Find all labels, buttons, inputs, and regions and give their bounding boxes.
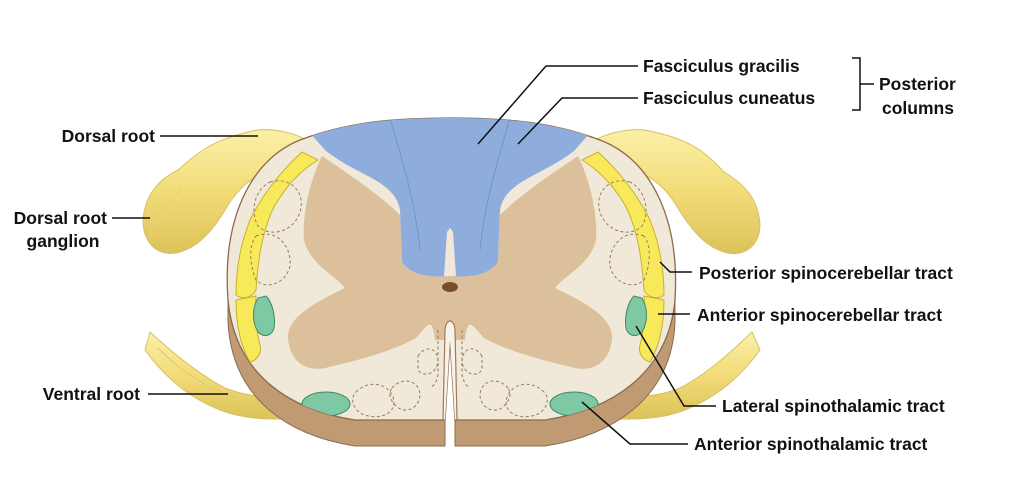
label-dorsal-root-ganglion-1: Dorsal root xyxy=(14,208,108,228)
dorsal-median-septum xyxy=(444,228,456,276)
ventral-horn-left xyxy=(288,326,395,369)
label-ventral-root: Ventral root xyxy=(43,384,140,404)
label-fasciculus-cuneatus: Fasciculus cuneatus xyxy=(643,88,815,108)
gray-matter xyxy=(288,156,612,369)
label-posterior-spinocerebellar: Posterior spinocerebellar tract xyxy=(699,263,953,283)
label-anterior-spinocerebellar: Anterior spinocerebellar tract xyxy=(697,305,942,325)
posterior-column-fibers xyxy=(389,118,511,251)
lateral-spinothalamic-right xyxy=(625,295,647,336)
label-anterior-spinothalamic: Anterior spinothalamic tract xyxy=(694,434,928,454)
posterior-columns xyxy=(290,118,610,277)
label-fasciculus-gracilis: Fasciculus gracilis xyxy=(643,56,800,76)
label-lateral-spinothalamic: Lateral spinothalamic tract xyxy=(722,396,945,416)
dashed-tract-outlines xyxy=(250,180,650,418)
ventral-horn-right xyxy=(505,326,612,369)
anterior-median-fissure xyxy=(442,320,458,420)
leader-lines xyxy=(112,57,874,445)
central-canal xyxy=(442,282,458,292)
lateral-spinothalamic-left xyxy=(253,295,275,336)
label-dorsal-root: Dorsal root xyxy=(62,126,156,146)
label-posterior-columns-2: columns xyxy=(882,98,954,118)
label-posterior-columns-1: Posterior xyxy=(879,74,956,94)
label-dorsal-root-ganglion-2: ganglion xyxy=(27,231,100,251)
